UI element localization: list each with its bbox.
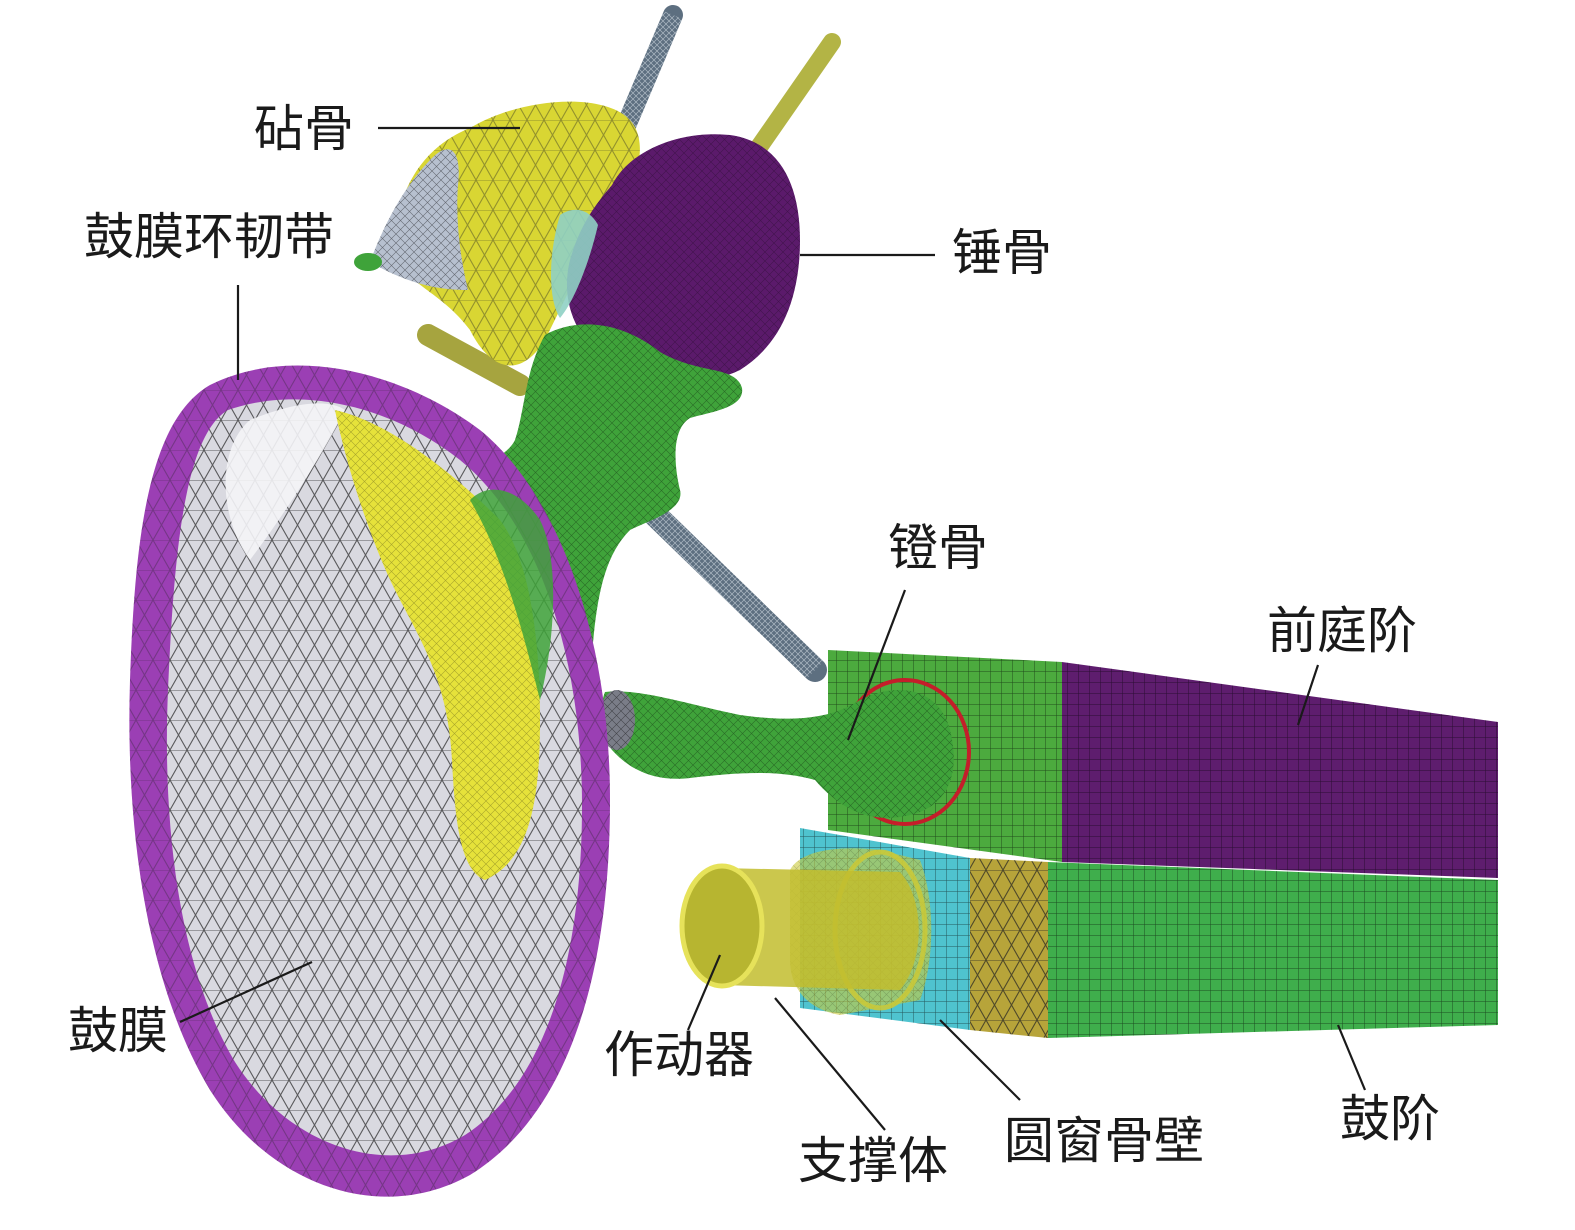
- leader-lines: [179, 126, 1367, 1131]
- label-support: 支撑体: [798, 1132, 948, 1190]
- incus-bone: [354, 101, 640, 366]
- label-actuator: 作动器: [604, 1026, 754, 1084]
- actuator-end-face: [679, 863, 765, 989]
- leader-round-window: [939, 1019, 1021, 1101]
- label-scala-vestibuli: 前庭阶: [1267, 602, 1417, 660]
- actuator-cylinder: [720, 868, 919, 990]
- label-annular-ligament: 鼓膜环韧带: [84, 208, 334, 266]
- label-malleus: 锤骨: [952, 224, 1052, 282]
- rod-top-right: [741, 33, 841, 169]
- label-tympanic-membrane: 鼓膜: [68, 1002, 168, 1060]
- actuator-assembly: [679, 848, 932, 1015]
- malleus-bone: [551, 134, 800, 381]
- tympanic-membrane: [129, 365, 610, 1197]
- label-incus: 砧骨: [254, 100, 354, 158]
- label-round-window-wall: 圆窗骨壁: [1004, 1112, 1204, 1170]
- leader-stapes: [846, 589, 907, 741]
- leader-actuator: [686, 954, 722, 1031]
- leader-support: [774, 997, 886, 1131]
- leader-membrane: [179, 960, 313, 1024]
- rod-middle-left: [417, 324, 531, 396]
- leader-scala-vestibuli: [1296, 664, 1320, 726]
- label-stapes: 镫骨: [888, 519, 988, 577]
- leader-scala-tympani: [1336, 1024, 1367, 1091]
- label-scala-tympani: 鼓阶: [1340, 1090, 1440, 1148]
- ligament-rods: [417, 5, 841, 682]
